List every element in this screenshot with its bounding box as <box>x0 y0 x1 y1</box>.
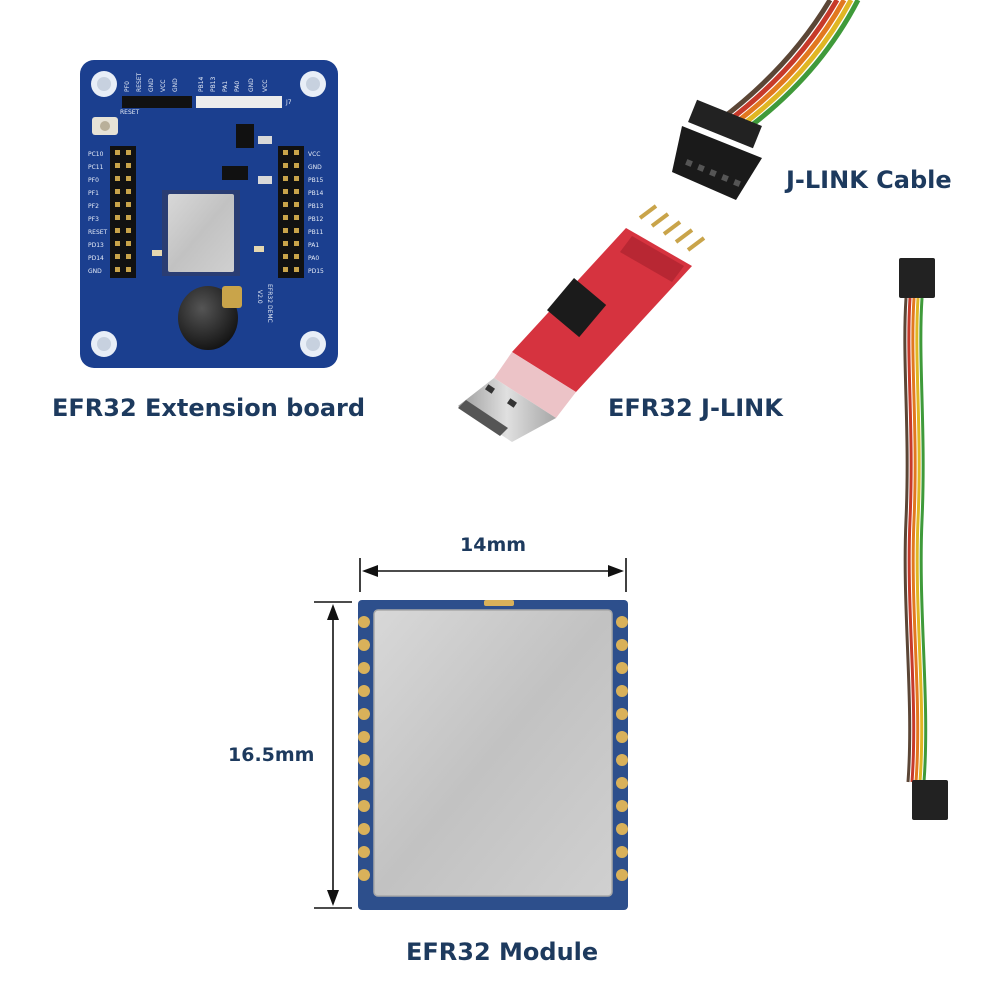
board-silkscreen: PC10 PC11 PF0 PF1 PF2 PF3 RESET PD13 PD1… <box>88 72 324 322</box>
jlink-cable-label: J-LINK Cable <box>786 166 952 194</box>
board-right-pin-label: VCC <box>308 151 320 158</box>
board-right-pin-label: PB11 <box>308 229 324 236</box>
efr32-module-illustration <box>358 600 628 910</box>
board-top-pin-label: VCC <box>160 80 167 92</box>
board-right-pin-label: PA1 <box>308 242 319 249</box>
board-right-pin-label: PB15 <box>308 177 324 184</box>
jlink-label: EFR32 J-LINK <box>608 394 783 422</box>
board-right-pin-label: PA0 <box>308 255 319 262</box>
loose-cable-illustration <box>899 258 948 820</box>
board-left-pin-label: PD14 <box>88 255 104 262</box>
board-right-pin-label: GND <box>308 164 322 171</box>
board-top-pin-label: PF0 <box>124 81 131 92</box>
board-right-pin-label: PB13 <box>308 203 324 210</box>
board-top-pin-label: PB13 <box>210 76 217 92</box>
board-left-pin-label: PF3 <box>88 216 99 223</box>
board-left-pin-label: PC10 <box>88 151 104 158</box>
efr32-module-label: EFR32 Module <box>406 938 599 966</box>
board-left-pin-label: GND <box>88 268 102 275</box>
board-top-pin-label: PB14 <box>198 76 205 92</box>
board-left-pin-label: PF0 <box>88 177 99 184</box>
svg-text:J7: J7 <box>285 99 292 106</box>
board-top-pin-label: GND <box>148 78 155 92</box>
height-dimension-label: 16.5mm <box>228 744 315 766</box>
dimension-markers <box>314 558 627 909</box>
jlink-dongle-illustration <box>458 204 706 442</box>
board-left-pin-label: PD13 <box>88 242 104 249</box>
board-top-pin-label: PA1 <box>222 81 229 92</box>
board-right-pin-label: PD15 <box>308 268 324 275</box>
width-dimension-label: 14mm <box>460 534 527 556</box>
svg-text:EFR32 DEMC: EFR32 DEMC <box>266 284 273 323</box>
board-right-pin-label: PB14 <box>308 190 324 197</box>
board-top-pin-label: GND <box>172 78 179 92</box>
board-left-pin-label: PF1 <box>88 190 99 197</box>
board-left-pin-label: PC11 <box>88 164 104 171</box>
board-top-pin-label: RESET <box>136 72 143 92</box>
extension-board-label: EFR32 Extension board <box>52 394 366 422</box>
svg-text:V2.0: V2.0 <box>256 290 263 304</box>
svg-text:RESET: RESET <box>120 109 140 116</box>
extension-board <box>80 60 338 368</box>
board-top-pin-label: PA0 <box>234 81 241 92</box>
board-top-pin-label: GND <box>248 78 255 92</box>
board-left-pin-label: PF2 <box>88 203 99 210</box>
board-right-pin-label: PB12 <box>308 216 324 223</box>
jlink-cable-illustration <box>672 0 861 200</box>
board-left-pin-label: RESET <box>88 229 108 236</box>
board-top-pin-label: VCC <box>262 80 269 92</box>
